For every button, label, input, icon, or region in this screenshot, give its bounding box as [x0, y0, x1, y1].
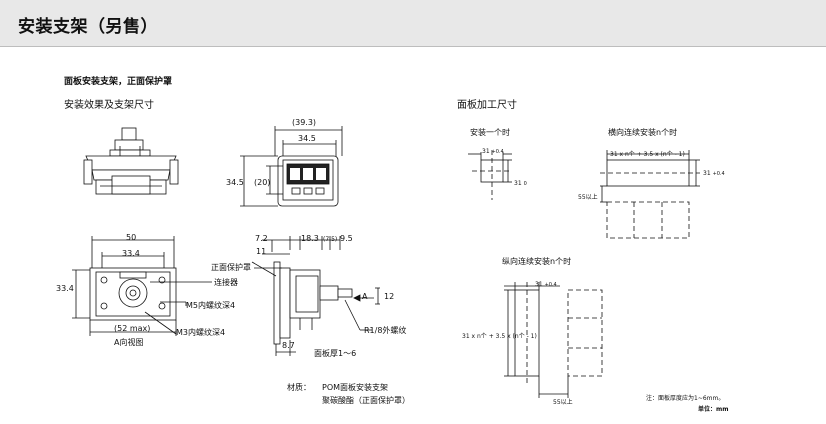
effect-title: 安装效果及支架尺寸 [64, 100, 154, 111]
vertical-min-55: 55以上 [553, 399, 573, 406]
dim-33-4-top: 33.4 [122, 249, 140, 258]
cutout-vertical-drawing [504, 282, 603, 398]
front-cover-label: 正面保护罩 [211, 263, 251, 272]
single-title: 安装一个时 [470, 128, 510, 137]
connector-label: 连接器 [214, 278, 238, 287]
material-line-1: POM面板安装支架 [322, 383, 389, 392]
front-view-drawing [240, 126, 343, 207]
dim-7-5: (7.5) [323, 236, 338, 243]
arrow-a-label: A [362, 292, 368, 301]
single-width-31: 31 +0.4 [482, 148, 504, 155]
side-view-drawing [251, 236, 380, 356]
unit-label: 单位：mm [698, 406, 729, 413]
vertical-width-31: 31 +0.4 [535, 281, 557, 288]
r-thread-label: R1/8外螺纹 [364, 326, 407, 335]
a-view-label: A向视图 [114, 338, 144, 347]
page-title: 安装支架（另售） [18, 17, 158, 37]
single-height-31: 31 0 [514, 180, 527, 187]
dim-34-5-top: 34.5 [298, 134, 316, 143]
cutout-title: 面板加工尺寸 [457, 100, 517, 111]
installed-effect-drawing [83, 127, 179, 195]
dim-50: 50 [126, 233, 137, 242]
dim-34-5-left: 34.5 [226, 178, 244, 187]
cutout-horizontal-drawing [600, 150, 700, 239]
page-header: 安装支架（另售） [0, 0, 826, 47]
material-line-2: 聚碳酸酯（正面保护罩） [322, 396, 410, 405]
dim-11: 11 [256, 247, 267, 256]
dim-33-4-left: 33.4 [56, 284, 74, 293]
dim-7-2: 7.2 [255, 234, 268, 243]
cutout-single-drawing [468, 150, 512, 200]
horizontal-formula: 31 x n个 + 3.5 x (n个 - 1) [610, 151, 685, 158]
horizontal-height-31: 31 +0.4 [703, 170, 725, 177]
bracket-heading: 面板安装支架，正面保护罩 [64, 77, 173, 87]
dim-12: 12 [384, 292, 395, 301]
a-view-drawing [72, 236, 212, 336]
material-label: 材质： [287, 383, 311, 392]
horizontal-min-55: 55以上 [578, 194, 598, 201]
vertical-title: 纵向连续安装n个时 [502, 257, 572, 266]
dim-20: (20) [254, 178, 271, 187]
dim-8-7: 8.7 [282, 341, 295, 350]
dim-9-5: 9.5 [340, 234, 353, 243]
thickness-note: 注：面板厚度应为1~6mm。 [646, 395, 725, 402]
panel-thickness-label: 面板厚1～6 [314, 349, 357, 358]
m5-label: M5内螺纹深4 [186, 301, 236, 310]
dim-18-3: 18.3 [301, 234, 319, 243]
horizontal-title: 横向连续安装n个时 [608, 128, 678, 137]
dim-52-max: (52 max) [114, 324, 151, 333]
vertical-formula: 31 x n个 + 3.5 x (n个 - 1) [462, 333, 537, 340]
m3-label: M3内螺纹深4 [176, 328, 226, 337]
dim-39-3: (39.3) [292, 118, 317, 127]
